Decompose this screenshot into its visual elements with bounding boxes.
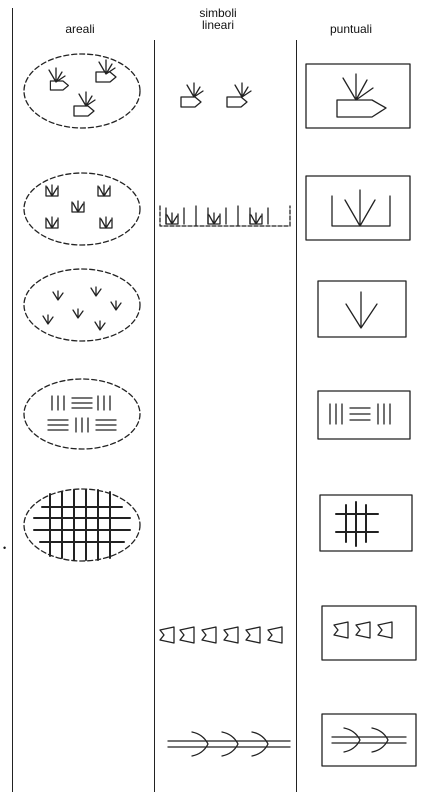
row5-areali-grid-area [24,489,140,561]
row3-areali-grass-area [24,269,140,341]
row7-puntuali-herringbone-point [322,714,416,766]
row1-lineari-shrub-line [181,83,251,107]
row4-puntuali-hatch-point [318,391,410,439]
row2-areali-framed-grass-area [24,173,140,245]
row2-puntuali-framed-grass-point [306,176,410,240]
row6-lineari-trapezoid-line [160,627,282,643]
row2-lineari-framed-grass-line [160,206,290,226]
row1-puntuali-shrub-point [306,64,410,128]
row3-puntuali-grass-point [318,281,406,337]
row7-lineari-herringbone-line [168,732,290,756]
row1-areali-shrub-area [24,54,140,128]
row6-puntuali-trapezoid-point [322,606,416,660]
row4-areali-hatch-area [24,379,140,449]
row5-puntuali-grid-point [320,495,412,551]
